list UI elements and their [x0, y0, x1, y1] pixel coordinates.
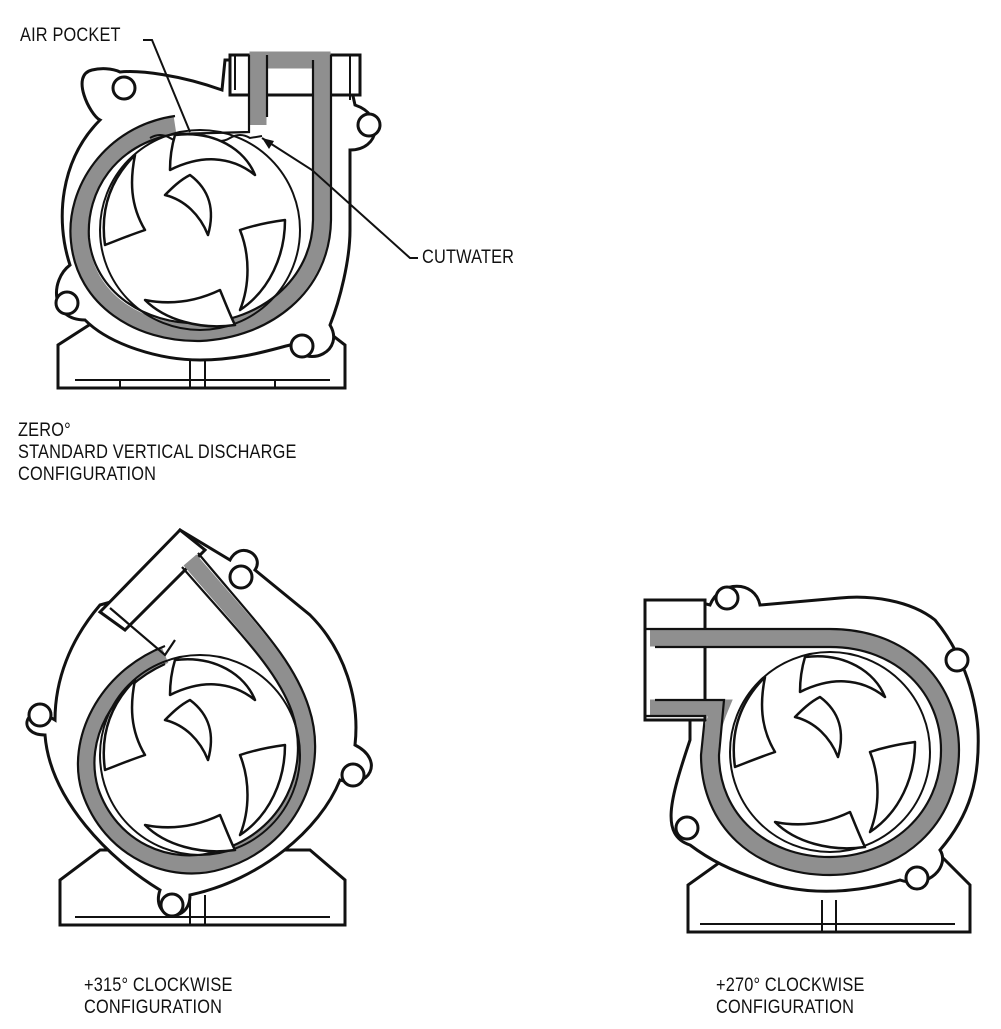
volute-band: [77, 554, 315, 873]
bolt-hole: [714, 585, 740, 611]
impeller-ring: [99, 654, 301, 856]
pump-270-clockwise: [643, 584, 980, 934]
caption-zero-line1: ZERO°: [18, 420, 71, 441]
caption-270-line2: CONFIGURATION: [716, 997, 855, 1018]
caption-270-line1: +270° CLOCKWISE: [716, 975, 865, 996]
impeller-ring: [99, 129, 301, 331]
bolt-hole: [674, 815, 700, 841]
cutwater-label: CUTWATER: [422, 247, 515, 268]
caption-315-line1: +315° CLOCKWISE: [84, 975, 233, 996]
bolt-hole: [289, 333, 315, 359]
bolt-hole: [111, 75, 137, 101]
air-pocket-leader: [143, 39, 191, 133]
bolt-hole: [228, 564, 254, 590]
volute-band: [71, 51, 331, 341]
bolt-hole: [904, 865, 930, 891]
bolt-hole: [944, 647, 970, 673]
pump-base: [58, 848, 347, 927]
caption-zero-line2: STANDARD VERTICAL DISCHARGE: [18, 442, 297, 463]
air-pocket-label: AIR POCKET: [20, 25, 121, 46]
bolt-hole: [27, 702, 53, 728]
bolt-hole: [340, 762, 366, 788]
bolt-hole: [159, 892, 185, 918]
pump-zero-degree: [54, 39, 418, 390]
volute-band: [650, 629, 959, 875]
caption-315-line2: CONFIGURATION: [84, 997, 223, 1018]
bolt-hole: [356, 112, 382, 138]
caption-zero-line3: CONFIGURATION: [18, 464, 157, 485]
cutwater-leader: [261, 137, 418, 259]
bolt-hole: [54, 290, 80, 316]
pump-315-clockwise: [25, 527, 373, 927]
impeller-ring: [729, 651, 931, 853]
